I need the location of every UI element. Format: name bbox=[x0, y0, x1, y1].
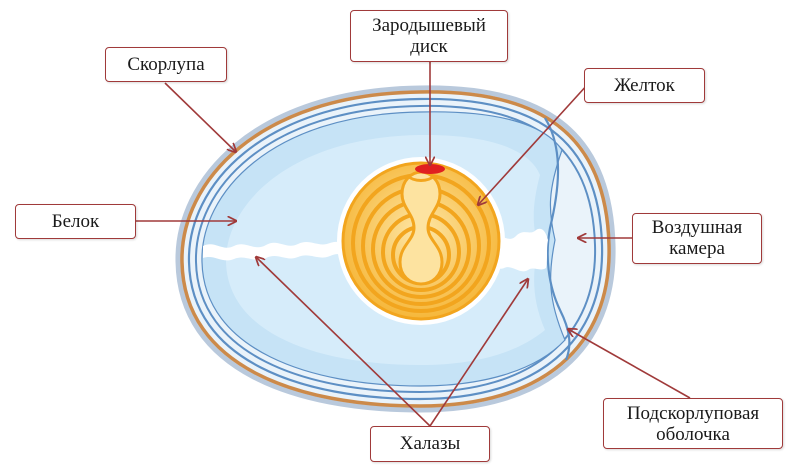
egg-shell bbox=[180, 90, 611, 408]
shell-membrane-outer bbox=[187, 97, 604, 401]
label-membrane-line1: Подскорлуповая bbox=[626, 403, 760, 424]
label-air-cell-line2: камера bbox=[669, 238, 725, 259]
germinal-disc bbox=[415, 164, 445, 174]
label-germinal-disc: Зародышевый диск bbox=[350, 10, 508, 62]
label-shell-text: Скорлупа bbox=[127, 54, 205, 75]
chalaza-left bbox=[203, 241, 350, 261]
label-chalazae: Халазы bbox=[370, 426, 490, 462]
label-yolk-text: Желток bbox=[614, 75, 675, 96]
label-germinal-disc-line2: диск bbox=[410, 36, 448, 57]
label-shell: Скорлупа bbox=[105, 47, 227, 82]
leader-line-yolk bbox=[478, 83, 589, 205]
label-membrane-line2: оболочка bbox=[656, 424, 730, 445]
leader-line-membrane bbox=[568, 329, 691, 399]
label-air-cell: Воздушная камера bbox=[632, 213, 762, 264]
latebra bbox=[398, 170, 444, 286]
leader-line-shell bbox=[164, 82, 236, 152]
leader-lines bbox=[136, 61, 691, 427]
leader-line-chalaza-right bbox=[429, 279, 528, 427]
label-albumen: Белок bbox=[15, 204, 136, 239]
label-germinal-disc-line1: Зародышевый bbox=[372, 15, 486, 36]
label-albumen-text: Белок bbox=[51, 211, 100, 232]
latebra-neck bbox=[406, 174, 436, 182]
label-air-cell-line1: Воздушная bbox=[651, 217, 743, 238]
shell-membrane-inner bbox=[194, 104, 597, 394]
leader-line-chalaza-left bbox=[256, 257, 431, 427]
label-yolk: Желток bbox=[584, 68, 705, 103]
label-chalazae-text: Халазы bbox=[399, 433, 461, 454]
label-membrane: Подскорлуповая оболочка bbox=[603, 398, 783, 449]
chalaza-right bbox=[492, 228, 548, 272]
